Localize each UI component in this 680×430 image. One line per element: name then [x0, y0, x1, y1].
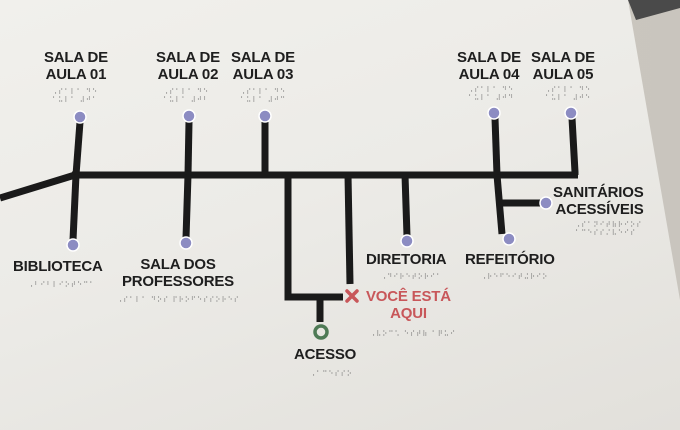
path-biblioteca	[69, 174, 80, 241]
braille-diretoria: ⠠⠙⠊⠗⠑⠞⠕⠗⠊⠁	[381, 273, 442, 281]
braille-line2: ⠁⠥⠇⠁ ⠼⠚⠑	[545, 94, 592, 102]
label-line1: SALA DE	[44, 49, 108, 66]
label-line1: DIRETORIA	[366, 251, 447, 268]
label-diretoria: DIRETORIA	[366, 251, 447, 268]
braille-line1: ⠠⠎⠁⠝⠊⠞⠷⠗⠊⠕⠎	[575, 221, 643, 229]
dot-sala-02	[182, 109, 196, 123]
label-sala-01: SALA DE AULA 01	[44, 49, 108, 83]
label-line2: ACESSÍVEIS	[555, 201, 644, 218]
dot-diretoria	[400, 234, 414, 248]
braille-line1: ⠠⠃⠊⠃⠇⠊⠕⠞⠑⠉⠁	[28, 281, 96, 289]
braille-line2: ⠁⠥⠇⠁ ⠼⠚⠙	[468, 94, 515, 102]
braille-line2: ⠁⠥⠇⠁ ⠼⠚⠃	[163, 96, 210, 104]
label-biblioteca: BIBLIOTECA	[13, 258, 103, 275]
path-sala-01	[72, 121, 84, 176]
braille-biblioteca: ⠠⠃⠊⠃⠇⠊⠕⠞⠑⠉⠁	[28, 281, 95, 289]
path-acesso-loop	[284, 175, 343, 301]
dot-professores	[179, 236, 193, 250]
label-sala-05: SALA DE AULA 05	[531, 49, 595, 83]
label-line1: SANITÁRIOS	[553, 184, 644, 201]
label-line1: VOCÊ ESTÁ	[366, 288, 451, 305]
path-sala-05	[568, 117, 579, 175]
label-acesso: ACESSO	[294, 346, 356, 363]
label-line2: PROFESSORES	[122, 273, 234, 290]
braille-sanitarios: ⠠⠎⠁⠝⠊⠞⠷⠗⠊⠕⠎ ⠁⠉⠑⠎⠎⠌⠧⠑⠊⠎	[575, 221, 642, 237]
label-line1: ACESSO	[294, 346, 357, 363]
entrance-ring-icon	[313, 324, 329, 340]
dot-sala-03	[258, 109, 272, 123]
label-sala-03: SALA DE AULA 03	[231, 49, 295, 83]
label-sala-02: SALA DE AULA 02	[156, 49, 220, 83]
braille-line1: ⠠⠧⠕⠉⠡ ⠑⠎⠞⠷ ⠁⠟⠥⠊	[370, 330, 457, 338]
braille-line1: ⠠⠁⠉⠑⠎⠎⠕	[310, 370, 353, 378]
braille-line2: ⠁⠥⠇⠁ ⠼⠚⠉	[240, 96, 287, 104]
braille-sala-04: ⠠⠎⠁⠇⠁ ⠙⠑ ⠁⠥⠇⠁ ⠼⠚⠙	[468, 86, 514, 102]
label-sanitarios: SANITÁRIOS ACESSÍVEIS	[553, 184, 644, 218]
braille-line1: ⠠⠎⠁⠇⠁ ⠙⠑	[545, 86, 592, 94]
label-line1: SALA DE	[156, 49, 220, 66]
path-professores	[182, 174, 192, 239]
braille-line1: ⠠⠗⠑⠋⠑⠊⠞⠬⠗⠊⠕	[481, 273, 549, 281]
label-line1: BIBLIOTECA	[13, 258, 103, 275]
braille-refeitorio: ⠠⠗⠑⠋⠑⠊⠞⠬⠗⠊⠕	[481, 273, 548, 281]
dot-sala-05	[564, 106, 578, 120]
label-voce-esta-aqui: VOCÊ ESTÁ AQUI	[366, 288, 451, 322]
braille-sala-01: ⠠⠎⠁⠇⠁ ⠙⠑ ⠁⠥⠇⠁ ⠼⠚⠁	[52, 88, 98, 104]
path-sala-02	[184, 121, 193, 176]
path-voce-esta-aqui	[344, 174, 354, 285]
braille-acesso: ⠠⠁⠉⠑⠎⠎⠕	[310, 370, 353, 378]
label-line2: AULA 05	[532, 66, 594, 83]
label-line1: SALA DE	[457, 49, 521, 66]
path-sala-04	[491, 117, 501, 176]
label-line1: SALA DE	[231, 49, 295, 66]
braille-line1: ⠠⠎⠁⠇⠁ ⠙⠑	[468, 86, 515, 94]
label-line2: AQUI	[390, 305, 427, 322]
label-line1: REFEITÓRIO	[465, 251, 555, 268]
label-line1: SALA DOS	[140, 256, 216, 273]
braille-line1: ⠠⠎⠁⠇⠁ ⠙⠑	[163, 88, 210, 96]
braille-sala-02: ⠠⠎⠁⠇⠁ ⠙⠑ ⠁⠥⠇⠁ ⠼⠚⠃	[163, 88, 209, 104]
label-line1: SALA DE	[531, 49, 595, 66]
dot-sanitarios	[539, 196, 553, 210]
label-sala-professores: SALA DOS PROFESSORES	[122, 256, 234, 290]
x-mark-icon	[345, 289, 359, 303]
braille-sala-03: ⠠⠎⠁⠇⠁ ⠙⠑ ⠁⠥⠇⠁ ⠼⠚⠉	[240, 88, 286, 104]
braille-line2: ⠁⠉⠑⠎⠎⠌⠧⠑⠊⠎	[575, 229, 637, 237]
dot-sala-01	[73, 110, 87, 124]
label-line2: AULA 03	[232, 66, 294, 83]
braille-sala-professores: ⠠⠎⠁⠇⠁ ⠙⠕⠎ ⠏⠗⠕⠋⠑⠎⠎⠕⠗⠑⠎	[117, 296, 240, 304]
braille-line1: ⠠⠎⠁⠇⠁ ⠙⠕⠎ ⠏⠗⠕⠋⠑⠎⠎⠕⠗⠑⠎	[117, 296, 240, 304]
dot-biblioteca	[66, 238, 80, 252]
label-sala-04: SALA DE AULA 04	[457, 49, 521, 83]
braille-line2: ⠁⠥⠇⠁ ⠼⠚⠁	[52, 96, 99, 104]
label-line2: AULA 01	[45, 66, 107, 83]
path-diagonal	[0, 171, 77, 202]
braille-line1: ⠠⠎⠁⠇⠁ ⠙⠑	[240, 88, 287, 96]
label-line2: AULA 04	[458, 66, 520, 83]
path-diretoria	[401, 174, 411, 237]
label-refeitorio: REFEITÓRIO	[465, 251, 555, 268]
braille-voce-esta-aqui: ⠠⠧⠕⠉⠡ ⠑⠎⠞⠷ ⠁⠟⠥⠊	[370, 330, 456, 338]
braille-line1: ⠠⠙⠊⠗⠑⠞⠕⠗⠊⠁	[381, 273, 443, 281]
dot-sala-04	[487, 106, 501, 120]
path-refeitorio	[493, 174, 506, 235]
label-line2: AULA 02	[157, 66, 219, 83]
braille-line1: ⠠⠎⠁⠇⠁ ⠙⠑	[52, 88, 99, 96]
braille-sala-05: ⠠⠎⠁⠇⠁ ⠙⠑ ⠁⠥⠇⠁ ⠼⠚⠑	[545, 86, 591, 102]
dot-refeitorio	[502, 232, 516, 246]
